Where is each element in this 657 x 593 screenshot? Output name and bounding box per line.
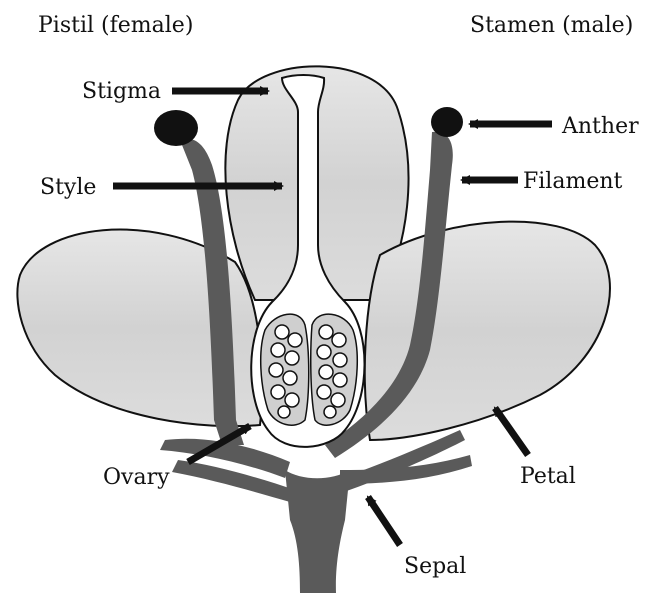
anther-label: Anther bbox=[561, 114, 639, 139]
petal-right bbox=[365, 222, 610, 440]
stamen-heading: Stamen (male) bbox=[470, 13, 633, 38]
sepal-label: Sepal bbox=[404, 554, 466, 579]
petal-arrow bbox=[495, 408, 528, 455]
pistil-heading: Pistil (female) bbox=[38, 13, 193, 38]
filament-label: Filament bbox=[523, 169, 623, 194]
petal-label: Petal bbox=[520, 464, 576, 489]
sepal-arrow bbox=[368, 497, 400, 545]
anther-left bbox=[154, 110, 198, 146]
stigma-label: Stigma bbox=[82, 79, 161, 104]
ovary-label: Ovary bbox=[103, 465, 170, 490]
anther-right bbox=[431, 107, 463, 137]
style-label: Style bbox=[40, 175, 96, 200]
